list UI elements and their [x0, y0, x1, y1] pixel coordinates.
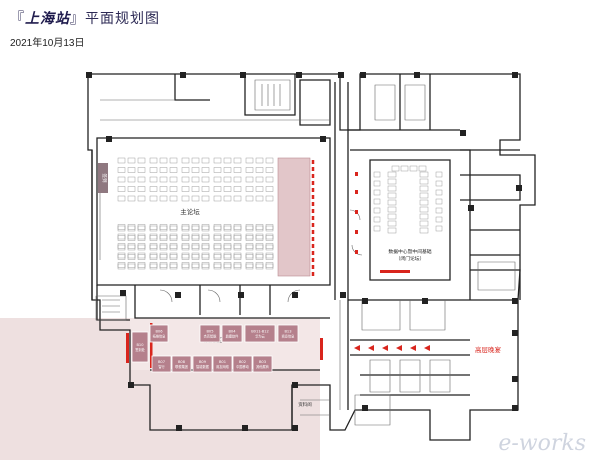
booth-name: 联想集团: [175, 364, 188, 369]
booth-name: 杰克智能: [204, 334, 218, 339]
booth-name: 智能数据: [196, 364, 210, 369]
sub-forum-label-sub: （闭门论坛）: [396, 255, 425, 262]
booth-name: 智行: [158, 364, 165, 369]
booth-code: B03: [259, 360, 266, 364]
reading-room-label: 资料阅: [298, 401, 312, 408]
sub-forum-red-bar: [380, 270, 410, 273]
brand-name: 上海站: [25, 11, 70, 27]
booth-code: B06: [155, 330, 163, 334]
booth-name: 签到处: [135, 347, 145, 352]
booth-group: B06拓维信息B05杰克智能B04鼎捷软件B011-B12华为云B13赛意信息B…: [131, 324, 299, 373]
booth-code: B05: [206, 330, 213, 334]
main-forum-seating: [117, 157, 274, 270]
map-header: 『上海站』平面规划图 2021年10月13日: [10, 8, 160, 49]
red-markers: [126, 172, 430, 368]
columns: [86, 72, 522, 431]
building-walls: [87, 73, 536, 441]
booth-code: B09: [199, 360, 207, 364]
plan-date: 2021年10月13日: [10, 38, 85, 49]
booth-code: B13: [284, 330, 291, 334]
map-title: 『上海站』平面规划图: [10, 11, 160, 27]
e-works-watermark: e-works: [498, 431, 586, 456]
title-text: 平面规划图: [85, 11, 160, 27]
booth-code: B02: [239, 360, 246, 364]
booth-name: 其他展商: [256, 364, 269, 369]
booth-name: 用友网络: [216, 364, 230, 369]
booth-name: 华为云: [255, 334, 265, 339]
side-sign-desk: [98, 163, 108, 193]
booth-code: B01: [219, 360, 226, 364]
sub-forum-seating: [373, 165, 443, 234]
sub-forum-label: 数据中心暨中间基础: [388, 248, 431, 255]
booth-name: 鼎捷软件: [226, 334, 240, 339]
booth-code: B08: [178, 360, 186, 364]
booth-code: B07: [158, 360, 165, 364]
booth-code: B04: [228, 330, 236, 334]
booth-code: B011-B12: [251, 330, 269, 334]
booth-name: 拓维信息: [153, 334, 166, 339]
main-stage: [277, 157, 311, 277]
interior-lines: [95, 79, 516, 426]
booth-name: 赛意信息: [282, 334, 295, 339]
main-forum-label: 主论坛: [180, 207, 200, 216]
booth-name: 中国移动: [236, 364, 249, 369]
banquet-label: 高层晚宴: [475, 345, 502, 354]
side-sign-label: 签到: [101, 174, 108, 183]
booth-code: B10: [136, 343, 144, 347]
